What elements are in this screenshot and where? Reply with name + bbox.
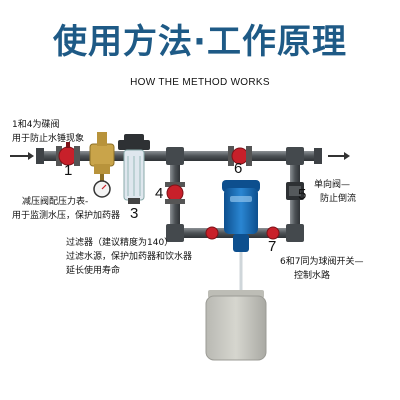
ball-valve-7a-icon xyxy=(205,226,219,240)
note-pressure-valve-2: 减压阀配压力表- 用于监测水压，保护加药器 xyxy=(12,195,120,223)
note-filter-3-line3: 延长使用寿命 xyxy=(66,266,121,276)
outlet-arrow xyxy=(328,152,350,160)
page-subtitle: HOW THE METHOD WORKS xyxy=(130,77,270,88)
note-check-valve-5-line2: 防止倒流 xyxy=(320,194,357,204)
note-ball-valves-6-7: 6和7同为球阀开关— 控制水路 xyxy=(280,255,363,283)
label-number-7: 7 xyxy=(268,238,277,255)
note-filter-3-line2: 过滤水源，保护加药器和饮水器 xyxy=(66,252,193,262)
inlet-arrow xyxy=(10,152,34,160)
note-valves-1-4-line1: 1和4为碟阀 xyxy=(12,120,60,130)
check-valve-5-icon xyxy=(286,182,304,200)
pressure-gauge-icon xyxy=(93,174,111,198)
label-number-3: 3 xyxy=(130,205,139,222)
note-pressure-valve-2-line1: 减压阀配压力表- xyxy=(22,197,89,207)
note-check-valve-5: 单向阀— 防止倒流 xyxy=(314,178,356,206)
label-number-1: 1 xyxy=(64,162,73,179)
label-number-4: 4 xyxy=(155,185,164,202)
note-valves-1-4: 1和4为碟阀 用于防止水锤现象 xyxy=(12,118,84,146)
dosing-dispenser-icon xyxy=(222,180,260,252)
note-filter-3: 过滤器（建议精度为140） 过滤水源，保护加药器和饮水器 延长使用寿命 xyxy=(66,236,192,278)
elbow-bottom-left xyxy=(166,224,184,242)
butterfly-valve-1-icon xyxy=(56,142,80,166)
note-filter-3-line1: 过滤器（建议精度为140） xyxy=(66,238,174,248)
note-ball-valves-6-7-line1: 6和7同为球阀开关— xyxy=(280,257,364,267)
elbow-bottom-right xyxy=(286,224,304,242)
note-ball-valves-6-7-line2: 控制水路 xyxy=(294,271,331,281)
medicine-tank-icon xyxy=(205,290,267,361)
filter-icon xyxy=(118,134,150,204)
butterfly-valve-4-icon xyxy=(165,182,185,204)
note-check-valve-5-line1: 单向阀— xyxy=(314,180,351,190)
pipe-fitting-right xyxy=(314,148,322,164)
elbow-top-right xyxy=(286,147,304,165)
elbow-top-left xyxy=(166,147,184,165)
label-number-6: 6 xyxy=(234,160,243,177)
pipe-fitting-left xyxy=(36,148,44,164)
ball-valve-6-icon xyxy=(228,146,252,166)
note-pressure-valve-2-line2: 用于监测水压，保护加药器 xyxy=(12,211,121,221)
page-title: 使用方法·工作原理 xyxy=(53,22,347,62)
ball-valve-7b-icon xyxy=(266,226,280,240)
pressure-reducing-valve-icon xyxy=(89,132,115,174)
note-valves-1-4-line2: 用于防止水锤现象 xyxy=(12,134,85,144)
label-number-5: 5 xyxy=(298,186,307,203)
